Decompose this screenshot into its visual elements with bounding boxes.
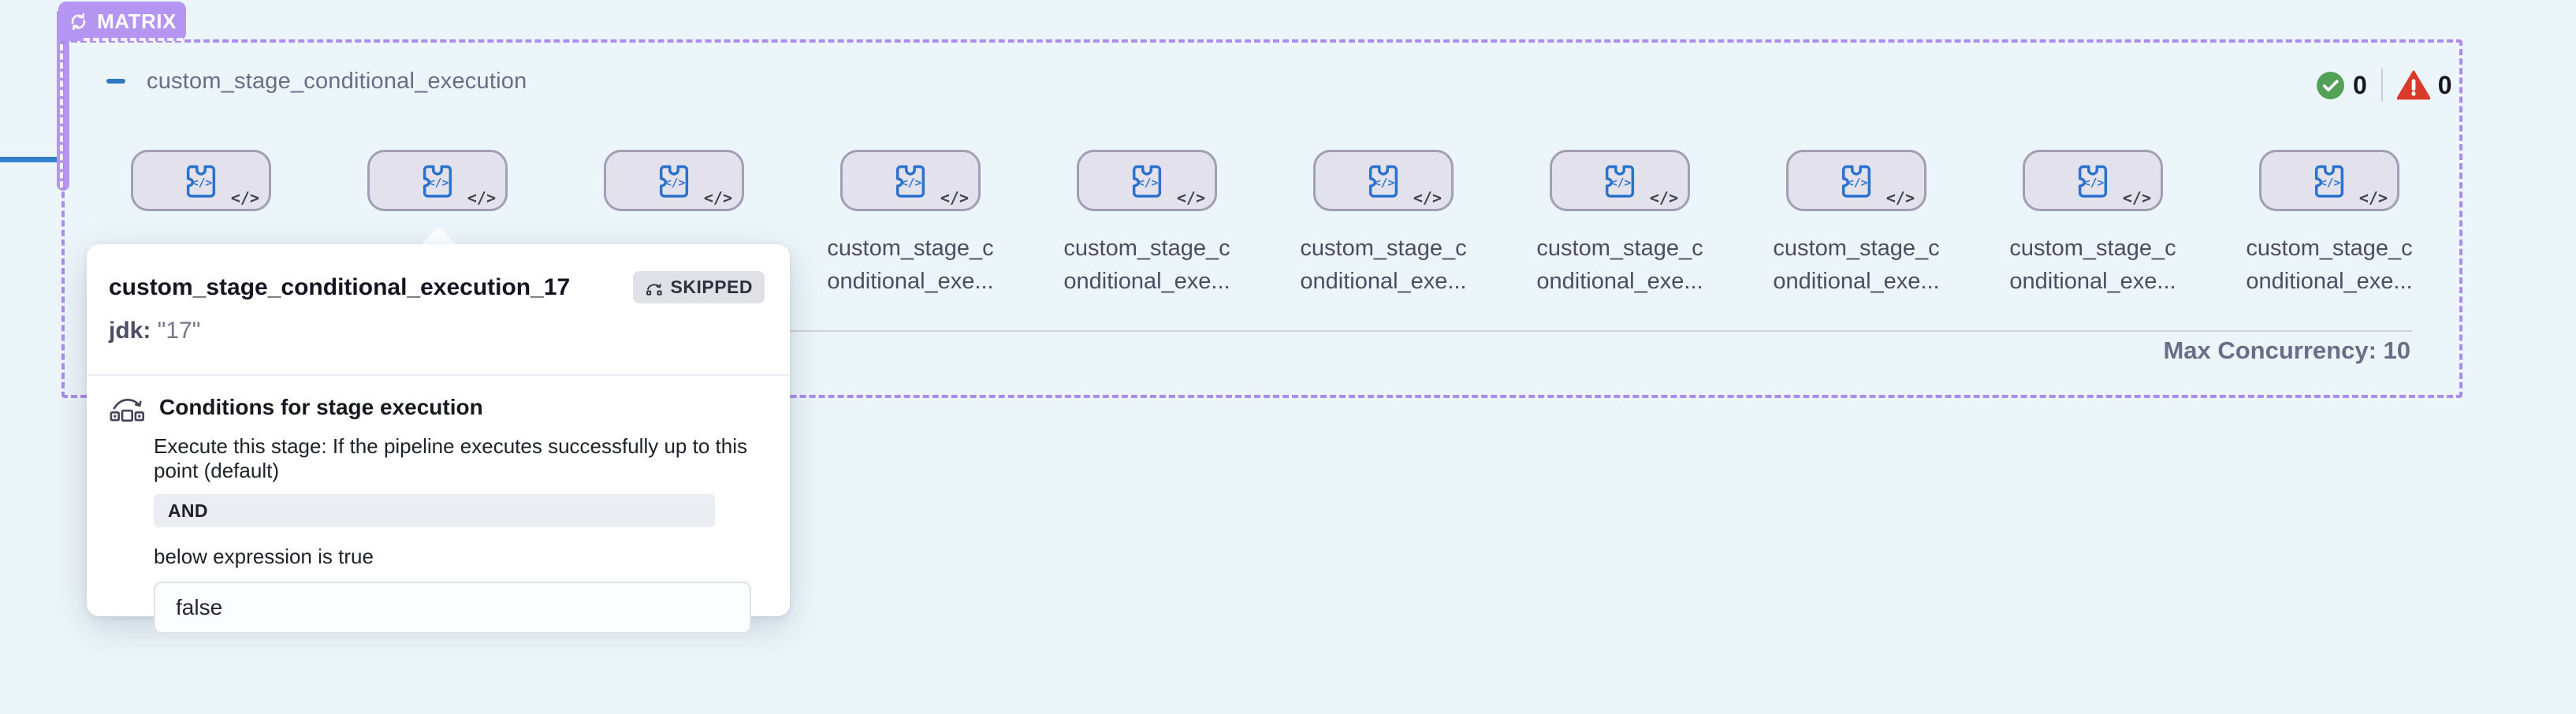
svg-text:</>: </>	[428, 177, 449, 190]
custom-stage-node-5[interactable]: </> </>	[1077, 150, 1217, 211]
matrix-badge-label: MATRIX	[97, 9, 177, 33]
error-warning-icon	[2396, 70, 2430, 100]
max-concurrency-label: Max Concurrency: 10	[2163, 337, 2410, 364]
conditions-description: Execute this stage: If the pipeline exec…	[154, 434, 747, 482]
custom-stage-node-6[interactable]: </> </>	[1313, 150, 1454, 211]
stage-cell-3: </> </> custom_stage_conditional_exe...	[604, 150, 744, 211]
skipped-status-badge: SKIPPED	[632, 271, 765, 303]
custom-stage-puzzle-code-icon: </>	[186, 165, 216, 198]
expression-value: false	[176, 595, 223, 619]
custom-stage-puzzle-code-icon: </>	[2314, 165, 2344, 198]
tooltip-section-divider	[87, 374, 790, 376]
custom-stage-node-2[interactable]: </> </>	[367, 150, 508, 211]
code-type-glyph: </>	[1413, 188, 1442, 207]
status-divider	[2381, 69, 2383, 102]
code-type-glyph: </>	[2122, 188, 2151, 207]
svg-text:</>: </>	[1374, 177, 1395, 190]
custom-stage-node-9[interactable]: </> </>	[2023, 150, 2163, 211]
stage-cell-1: </> </> custom_stage_conditional_exe...	[131, 150, 271, 211]
operator-bar: AND	[154, 494, 715, 527]
svg-text:</>: </>	[1610, 177, 1632, 190]
custom-stage-puzzle-code-icon: </>	[1368, 165, 1398, 198]
collapse-matrix-button[interactable]	[102, 68, 129, 95]
minus-icon	[106, 79, 125, 84]
svg-text:</>: </>	[2083, 177, 2105, 190]
matrix-border-dash-overlay-horizontal	[84, 38, 183, 41]
matrix-status-summary: 0 0	[2316, 68, 2452, 102]
svg-text:</>: </>	[901, 177, 922, 190]
matrix-variable-row: jdk: "17"	[109, 318, 765, 344]
code-type-glyph: </>	[2358, 188, 2388, 207]
custom-stage-puzzle-code-icon: </>	[1132, 165, 1162, 198]
expression-input[interactable]: false	[154, 582, 751, 634]
tooltip-header: custom_stage_conditional_execution_17 SK…	[87, 244, 790, 344]
custom-stage-node-3[interactable]: </> </>	[604, 150, 744, 211]
skipped-badge-label: SKIPPED	[670, 277, 753, 297]
pipeline-connector-line	[0, 157, 61, 162]
code-type-glyph: </>	[467, 188, 496, 207]
code-type-glyph: </>	[1885, 188, 1915, 207]
custom-stage-node-1[interactable]: </> </>	[131, 150, 271, 211]
conditions-heading: Conditions for stage execution	[159, 395, 483, 419]
variable-value: "17"	[157, 318, 201, 344]
custom-stage-puzzle-code-icon: </>	[1605, 165, 1635, 198]
stage-details-tooltip: custom_stage_conditional_execution_17 SK…	[87, 244, 790, 634]
custom-stage-puzzle-code-icon: </>	[1841, 165, 1871, 198]
matrix-badge: MATRIX	[58, 2, 186, 41]
operator-label: AND	[168, 500, 208, 521]
conditional-execution-icon	[110, 399, 145, 422]
matrix-border-dash-overlay-vertical	[60, 44, 63, 188]
matrix-footer-divider	[110, 330, 2412, 332]
custom-stage-puzzle-code-icon: </>	[423, 165, 452, 198]
skipped-icon	[646, 283, 662, 296]
custom-stage-puzzle-code-icon: </>	[895, 165, 925, 198]
svg-text:</>: </>	[1847, 177, 1868, 190]
code-type-glyph: </>	[940, 188, 969, 207]
code-type-glyph: </>	[703, 188, 732, 207]
svg-text:</>: </>	[1137, 177, 1159, 190]
conditions-section: Conditions for stage execution Execute t…	[87, 376, 790, 634]
custom-stage-node-7[interactable]: </> </>	[1550, 150, 1690, 211]
matrix-group-container	[61, 39, 2462, 398]
matrix-header: custom_stage_conditional_execution	[102, 68, 527, 95]
svg-text:</>: </>	[2320, 177, 2341, 190]
variable-name: jdk	[109, 318, 143, 344]
failed-count: 0	[2437, 70, 2452, 99]
tooltip-stage-title: custom_stage_conditional_execution_17	[109, 273, 571, 300]
variable-separator: :	[143, 318, 151, 344]
sync-loop-icon	[71, 13, 86, 30]
matrix-stage-title: custom_stage_conditional_execution	[147, 68, 527, 94]
custom-stage-puzzle-code-icon: </>	[659, 165, 689, 198]
expression-hint: below expression is true	[154, 545, 374, 568]
code-type-glyph: </>	[1176, 188, 1205, 207]
custom-stage-node-10[interactable]: </> </>	[2259, 150, 2399, 211]
svg-text:</>: </>	[192, 177, 213, 190]
success-count: 0	[2353, 70, 2367, 99]
success-check-icon	[2317, 71, 2344, 99]
stage-cell-2: </> </> custom_stage_conditional_exe...	[367, 150, 508, 211]
custom-stage-puzzle-code-icon: </>	[2078, 165, 2108, 198]
code-type-glyph: </>	[230, 188, 259, 207]
code-type-glyph: </>	[1649, 188, 1678, 207]
custom-stage-node-8[interactable]: </> </>	[1786, 150, 1926, 211]
svg-text:</>: </>	[664, 177, 686, 190]
custom-stage-node-4[interactable]: </> </>	[840, 150, 981, 211]
